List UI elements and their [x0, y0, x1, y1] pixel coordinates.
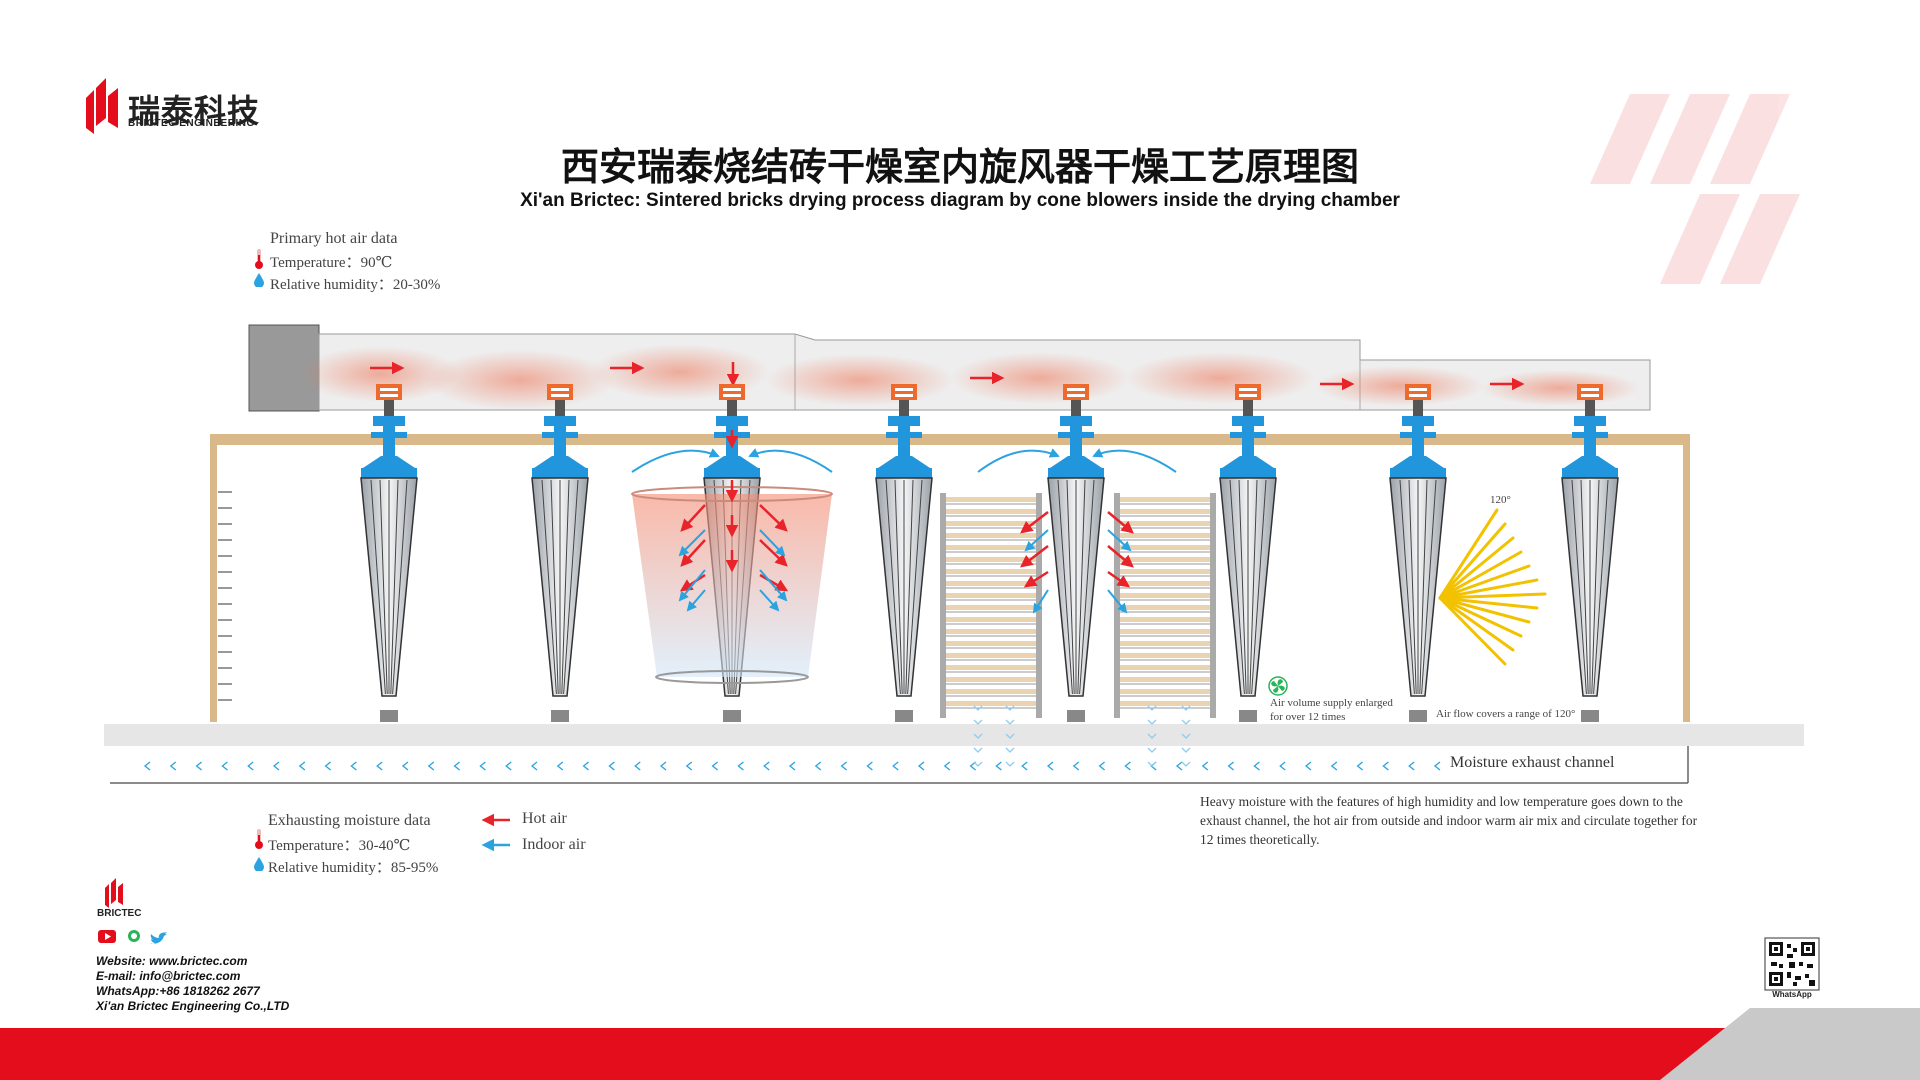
exhaust-data-heading: Exhausting moisture data — [268, 812, 431, 829]
exhaust-channel-label: Moisture exhaust channel — [1450, 754, 1615, 771]
legend-indoor-air-label: Indoor air — [522, 836, 586, 853]
hot-air-duct — [248, 324, 1651, 412]
qr-caption: WhatsApp — [1772, 990, 1812, 999]
primary-air-heading: Primary hot air data — [270, 230, 398, 247]
contact-website[interactable]: Website: www.brictec.com — [96, 954, 248, 968]
thermometer-icon — [255, 249, 263, 269]
contact-email[interactable]: E-mail: info@brictec.com — [96, 969, 241, 983]
legend-hot-air-label: Hot air — [522, 810, 567, 827]
contact-whatsapp[interactable]: WhatsApp:+86 1818262 2677 — [96, 984, 260, 998]
brick-rack-right — [1114, 493, 1216, 718]
brand-logo-mark — [86, 78, 118, 134]
cone-blower-4 — [875, 384, 933, 722]
exhaust-data-humidity: Relative humidity：85-95% — [268, 860, 439, 876]
page-title-en: Xi'an Brictec: Sintered bricks drying pr… — [520, 190, 1400, 211]
process-note: Heavy moisture with the features of high… — [1200, 794, 1698, 847]
brand-name-cn: 瑞泰科技 — [128, 92, 261, 130]
drying-chamber-frame — [210, 434, 1690, 722]
contact-company: Xi'an Brictec Engineering Co.,LTD — [96, 999, 290, 1013]
droplet-icon — [254, 273, 264, 287]
bottom-gray-wedge — [1660, 1008, 1920, 1080]
cone-blower-7 — [1389, 384, 1447, 722]
air-flow-range-label: Air flow covers a range of 120° — [1436, 708, 1576, 720]
twitter-icon — [150, 932, 167, 944]
cone-blowers — [360, 384, 1619, 722]
duct-hot-air-arrows — [370, 361, 1525, 391]
cone-blower-5 — [1047, 384, 1105, 722]
cone-blower-1 — [360, 384, 418, 722]
qr-code-icon — [1764, 937, 1820, 991]
brictec-small-logo-mark — [105, 878, 123, 908]
brick-rack-left — [940, 493, 1042, 718]
primary-air-temperature: Temperature：90℃ — [270, 255, 393, 271]
exhaust-data-temperature: Temperature：30-40℃ — [268, 838, 411, 854]
primary-air-humidity: Relative humidity：20-30% — [270, 277, 441, 293]
cone-blower-8 — [1561, 384, 1619, 722]
blower-5-airflow — [977, 448, 1177, 614]
air-volume-label-line2: for over 12 times — [1270, 711, 1346, 723]
angle-label: 120° — [1490, 494, 1511, 506]
brand-name-en: BRICTEC ENGINEERING — [128, 118, 255, 129]
fan-icon — [1268, 676, 1288, 696]
whatsapp-icon — [128, 930, 140, 942]
youtube-icon — [98, 930, 116, 943]
droplet-icon — [254, 857, 264, 871]
blower-3-airflow — [631, 430, 833, 612]
cone-blower-2 — [531, 384, 589, 722]
air-flow-fan-120 — [1438, 508, 1547, 666]
decorative-stripes — [1590, 94, 1800, 284]
thermometer-icon — [255, 829, 263, 849]
cone-blower-6 — [1219, 384, 1277, 722]
page-title-cn: 西安瑞泰烧结砖干燥室内旋风器干燥工艺原理图 — [560, 145, 1359, 189]
moisture-exhaust-channel — [104, 705, 1804, 784]
bottom-red-band — [0, 1028, 1920, 1080]
brictec-small-logo-text: BRICTEC — [97, 908, 142, 919]
air-volume-label-line1: Air volume supply enlarged — [1270, 697, 1393, 709]
